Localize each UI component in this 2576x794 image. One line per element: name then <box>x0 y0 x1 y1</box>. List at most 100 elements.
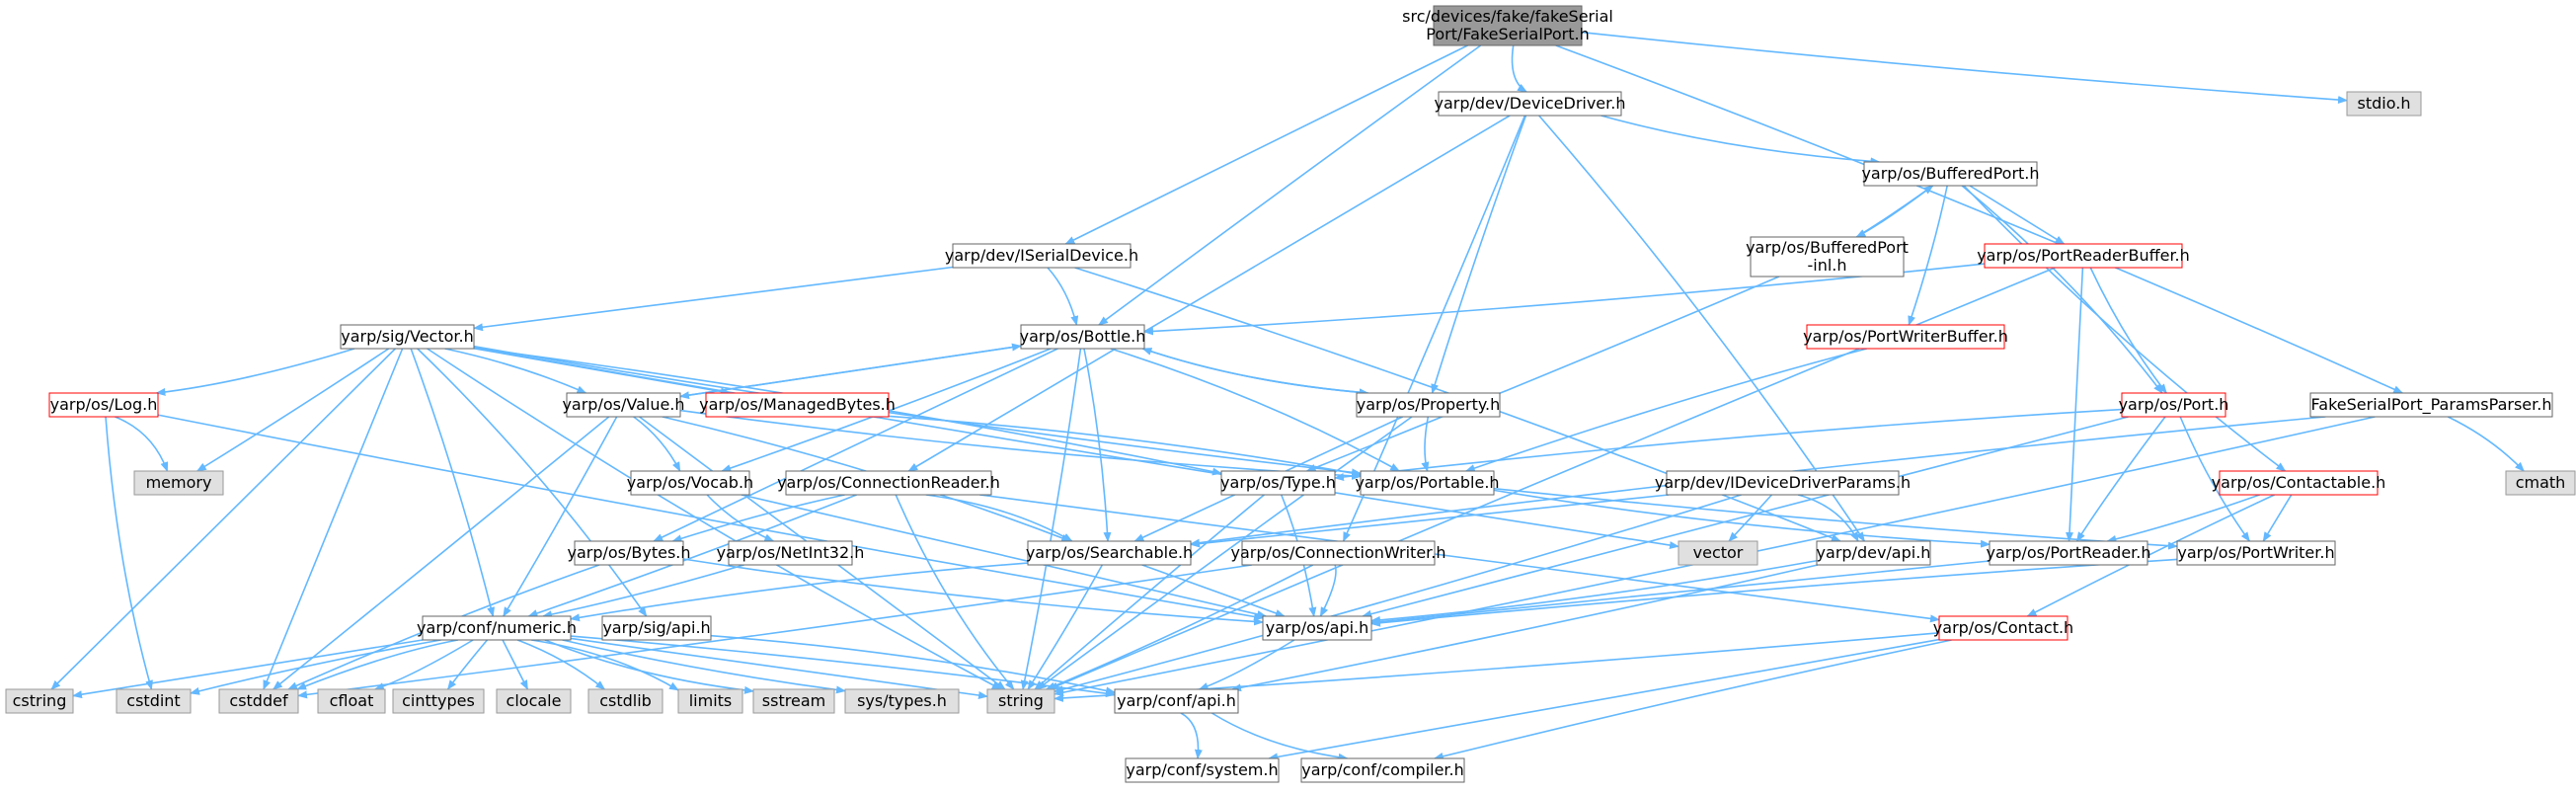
node-contactable[interactable]: yarp/os/Contactable.h <box>2212 470 2386 496</box>
node-clocale[interactable]: clocale <box>496 688 572 714</box>
node-label: sstream <box>762 691 825 710</box>
node-conf-system[interactable]: yarp/conf/system.h <box>1125 757 1280 783</box>
node-stdio[interactable]: stdio.h <box>2346 91 2422 117</box>
edge-conf_numeric-to-cstdint <box>190 639 441 695</box>
node-iserial[interactable]: yarp/dev/ISerialDevice.h <box>945 243 1138 269</box>
node-value[interactable]: yarp/os/Value.h <box>562 392 685 418</box>
node-label: cmath <box>2516 473 2566 492</box>
edge-searchable-to-conf_numeric <box>570 562 1029 622</box>
edge-bottle-to-searchable <box>1083 348 1112 542</box>
edge-connection_reader-to-bytes <box>671 494 845 543</box>
node-label: yarp/os/ManagedBytes.h <box>699 395 896 414</box>
node-vocab[interactable]: yarp/os/Vocab.h <box>627 470 753 496</box>
node-cmath[interactable]: cmath <box>2505 470 2576 496</box>
node-box <box>340 324 475 350</box>
node-label: yarp/dev/DeviceDriver.h <box>1435 94 1626 113</box>
edge-vector-to-value <box>444 348 587 394</box>
node-conf-numeric[interactable]: yarp/conf/numeric.h <box>417 615 577 641</box>
edge-contactable-to-contact <box>2026 494 2275 617</box>
node-cstddef[interactable]: cstddef <box>218 688 299 714</box>
node-port-reader-buffer[interactable]: yarp/os/PortReaderBuffer.h <box>1977 243 2190 269</box>
node-conf-compiler[interactable]: yarp/conf/compiler.h <box>1300 757 1465 783</box>
edge-searchable-to-string <box>1027 564 1104 690</box>
node-idevice-params[interactable]: yarp/dev/IDeviceDriverParams.h <box>1655 470 1911 496</box>
node-bytes[interactable]: yarp/os/Bytes.h <box>567 540 691 566</box>
edge-conf_numeric-to-cstring <box>72 639 424 699</box>
node-label: yarp/dev/ISerialDevice.h <box>945 246 1138 265</box>
node-searchable[interactable]: yarp/os/Searchable.h <box>1026 540 1193 566</box>
node-box <box>1666 470 1900 496</box>
node-property[interactable]: yarp/os/Property.h <box>1356 392 1501 418</box>
edge-buffered_port-to-port <box>1961 185 2163 394</box>
node-dev-api[interactable]: yarp/dev/api.h <box>1816 540 1931 566</box>
node-memory[interactable]: memory <box>133 470 224 496</box>
node-connection-reader[interactable]: yarp/os/ConnectionReader.h <box>777 470 1000 496</box>
edge-vector-to-conf_numeric <box>410 348 496 617</box>
edge-connection_reader-to-searchable <box>925 494 1073 542</box>
node-buffered-port-inl[interactable]: yarp/os/BufferedPort-inl.h <box>1746 236 1909 278</box>
node-port[interactable]: yarp/os/Port.h <box>2119 392 2229 418</box>
node-label: clocale <box>507 691 562 710</box>
edge-buffered_port-to-contactable <box>1963 185 2287 472</box>
edge-buffered_port-to-port_reader_buffer <box>1969 185 2066 245</box>
node-cinttypes[interactable]: cinttypes <box>392 688 485 714</box>
node-box <box>5 688 74 714</box>
node-sstream[interactable]: sstream <box>752 688 835 714</box>
node-vector[interactable]: yarp/sig/Vector.h <box>340 324 475 350</box>
node-box <box>844 688 960 714</box>
edge-bytes-to-os_api <box>682 558 1264 626</box>
edge-root-to-bottle <box>1098 44 1482 326</box>
edge-root-to-params_parser <box>1555 44 2404 394</box>
node-vector-std[interactable]: vector <box>1678 540 1758 566</box>
node-cstdint[interactable]: cstdint <box>116 688 192 714</box>
node-box <box>986 688 1055 714</box>
edge-conf_api-to-conf_system <box>1180 712 1203 759</box>
node-box <box>392 688 485 714</box>
node-sig-api[interactable]: yarp/sig/api.h <box>601 615 712 641</box>
edge-portable-to-port_reader <box>1493 489 1991 548</box>
node-portable[interactable]: yarp/os/Portable.h <box>1355 470 1500 496</box>
node-cstring[interactable]: cstring <box>5 688 74 714</box>
edge-vector-to-string <box>427 348 1002 690</box>
node-buffered-port[interactable]: yarp/os/BufferedPort.h <box>1861 161 2040 187</box>
edge-buffered_port-to-port_writer_buffer <box>1908 185 1948 326</box>
node-box <box>48 392 159 418</box>
edge-conf_numeric-to-cfloat <box>373 639 474 690</box>
node-box <box>2219 470 2379 496</box>
edge-vector-to-portable <box>473 345 1362 477</box>
node-port-reader[interactable]: yarp/os/PortReader.h <box>1986 540 2151 566</box>
node-sys-types[interactable]: sys/types.h <box>844 688 960 714</box>
node-box <box>2309 392 2553 418</box>
node-box <box>785 470 992 496</box>
node-string[interactable]: string <box>986 688 1055 714</box>
node-port-writer-buffer[interactable]: yarp/os/PortWriterBuffer.h <box>1803 324 2008 350</box>
node-cfloat[interactable]: cfloat <box>317 688 386 714</box>
node-bottle[interactable]: yarp/os/Bottle.h <box>1020 324 1146 350</box>
node-netint32[interactable]: yarp/os/NetInt32.h <box>717 540 865 566</box>
node-connection-writer[interactable]: yarp/os/ConnectionWriter.h <box>1230 540 1446 566</box>
node-label: vector <box>1693 543 1744 562</box>
node-managed-bytes[interactable]: yarp/os/ManagedBytes.h <box>699 392 896 418</box>
node-box <box>1020 324 1145 350</box>
node-label: yarp/conf/system.h <box>1126 760 1278 779</box>
node-conf-api[interactable]: yarp/conf/api.h <box>1114 688 1239 714</box>
edge-port-to-os_api <box>1362 416 2129 618</box>
edge-bottle-to-bytes <box>653 348 1058 542</box>
node-os-api[interactable]: yarp/os/api.h <box>1262 615 1372 641</box>
node-port-writer[interactable]: yarp/os/PortWriter.h <box>2176 540 2336 566</box>
node-device-driver[interactable]: yarp/dev/DeviceDriver.h <box>1435 91 1626 117</box>
node-params-parser[interactable]: FakeSerialPort_ParamsParser.h <box>2309 392 2553 418</box>
node-cstdlib[interactable]: cstdlib <box>587 688 664 714</box>
node-label: yarp/os/Port.h <box>2119 395 2229 414</box>
node-contact[interactable]: yarp/os/Contact.h <box>1933 615 2073 641</box>
node-box <box>1678 540 1758 566</box>
node-type[interactable]: yarp/os/Type.h <box>1220 470 1336 496</box>
edge-value-to-vocab <box>633 416 681 472</box>
node-log[interactable]: yarp/os/Log.h <box>48 392 159 418</box>
node-box <box>1220 470 1336 496</box>
node-label: yarp/os/Property.h <box>1357 395 1501 414</box>
node-limits[interactable]: limits <box>677 688 743 714</box>
